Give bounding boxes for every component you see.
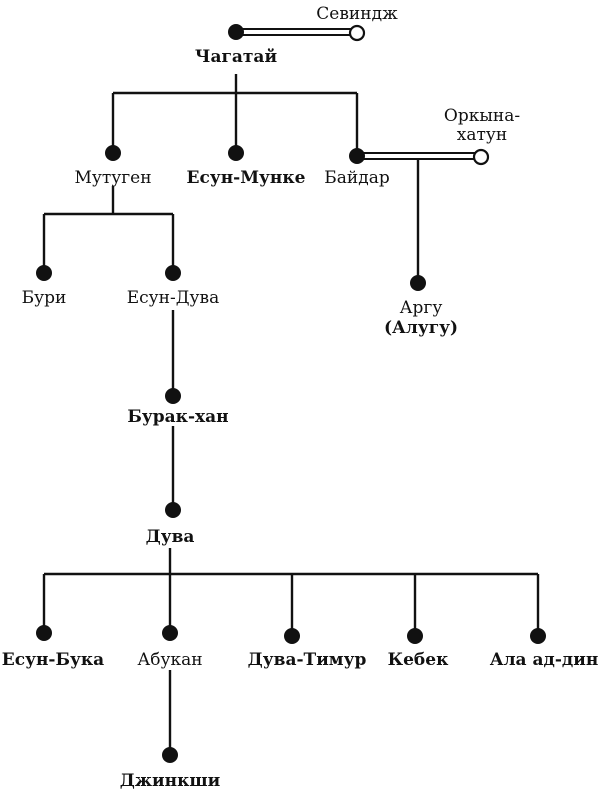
label-argu-line1: Аргу (400, 298, 443, 318)
marker-yesun-buka (36, 625, 52, 641)
label-baidar: Байдар (324, 168, 390, 188)
label-ala-ad-din: Ала ад-дин (490, 650, 599, 670)
label-burak-khan: Бурак-хан (127, 407, 228, 427)
person-markers (36, 24, 546, 763)
label-duva-timur: Дува-Тимур (248, 650, 367, 670)
marker-argu (410, 275, 426, 291)
label-yesun-munke: Есун-Мунке (187, 168, 306, 188)
label-duva: Дува (146, 527, 195, 547)
marker-kebek (407, 628, 423, 644)
marker-chagatai (228, 24, 244, 40)
person-labels: Севиндж Чагатай Оркына- хатун Мутуген Ес… (2, 4, 598, 791)
marker-duva (165, 502, 181, 518)
label-chagatai: Чагатай (195, 47, 278, 67)
marker-yesun-munke (228, 145, 244, 161)
label-kebek: Кебек (388, 650, 449, 670)
marker-orkyna (472, 148, 490, 166)
label-sevindzh: Севиндж (316, 4, 398, 24)
label-argu-line2: (Алугу) (384, 318, 458, 338)
marker-burak-khan (165, 388, 181, 404)
label-mutugen: Мутуген (74, 168, 151, 188)
label-buri: Бури (22, 288, 67, 308)
spouse-bar-baidar-orkyna (356, 152, 482, 160)
label-dzhinkshi: Джинкши (120, 771, 221, 791)
spouse-bar-chagatai-sevindzh (235, 28, 358, 36)
marker-buri (36, 265, 52, 281)
label-orkyna-line1: Оркына- (444, 106, 520, 126)
label-abukan: Абукан (137, 650, 202, 670)
label-yesun-duva: Есун-Дува (127, 288, 220, 308)
marker-duva-timur (284, 628, 300, 644)
marker-ala-ad-din (530, 628, 546, 644)
label-orkyna-line2: хатун (457, 125, 507, 145)
marker-sevindzh (348, 24, 366, 42)
marker-dzhinkshi (162, 747, 178, 763)
marker-mutugen (105, 145, 121, 161)
label-yesun-buka: Есун-Бука (2, 650, 104, 670)
marker-baidar (349, 148, 365, 164)
tree-connectors (42, 74, 540, 755)
marker-yesun-duva (165, 265, 181, 281)
marker-abukan (162, 625, 178, 641)
